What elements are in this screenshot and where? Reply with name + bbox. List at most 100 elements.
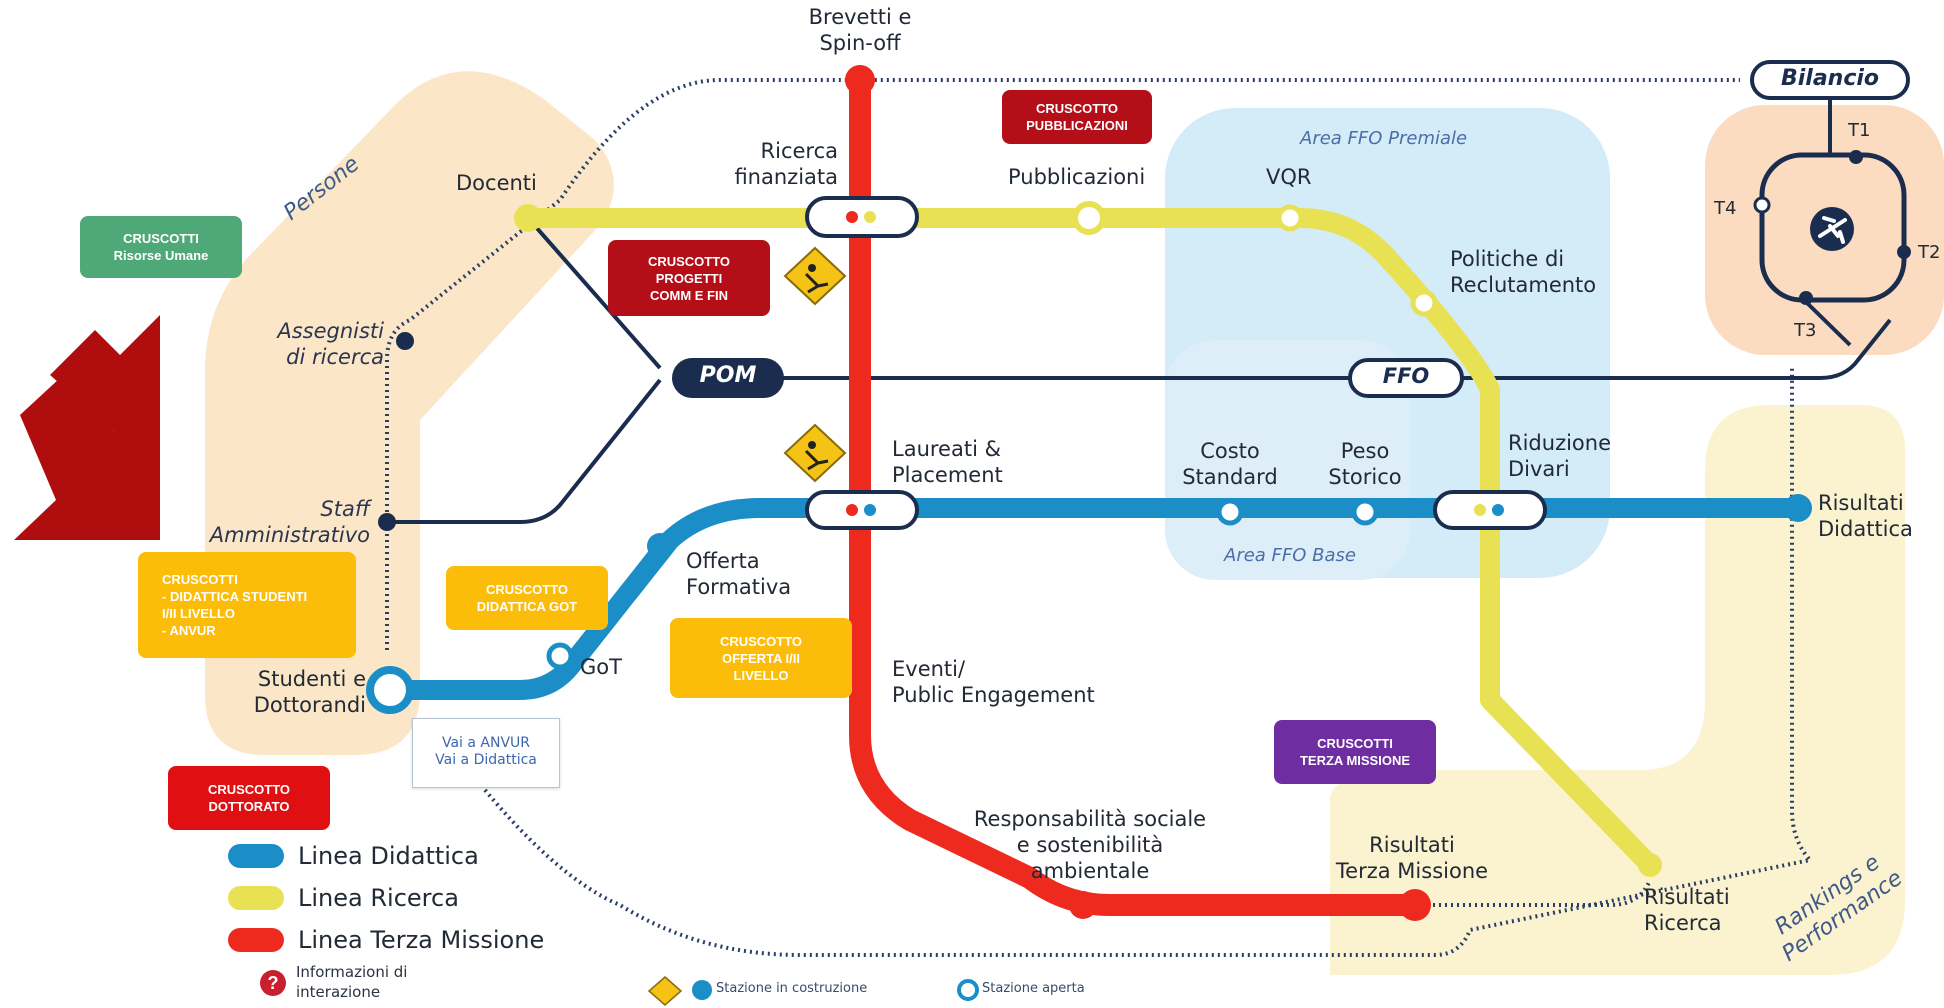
legend-construction-label: Stazione in costruzione: [716, 981, 868, 996]
dotted-terza-ricerca: [1415, 879, 1652, 907]
legend-ricerca: Linea Ricerca: [228, 884, 459, 912]
interchange-dot-red: [846, 211, 858, 223]
station-peso-storico[interactable]: [1351, 498, 1379, 526]
airplane-icon: [1810, 207, 1854, 251]
station-peso-storico-label: Peso Storico: [1328, 439, 1402, 489]
legend-terza-label: Linea Terza Missione: [298, 926, 545, 954]
interchange-dot-yellow: [864, 211, 876, 223]
terminal-t4[interactable]: [1753, 196, 1771, 214]
vai-a-didattica-link[interactable]: Vai a Didattica: [435, 752, 537, 768]
station-riduzione-label: Riduzione Divari: [1508, 431, 1612, 481]
dotted-ring-bottom: [483, 365, 1814, 957]
station-vqr[interactable]: [1276, 204, 1304, 232]
pom-label[interactable]: POM: [699, 363, 757, 388]
legend-didattica-label: Linea Didattica: [298, 842, 479, 870]
laureati-interchange[interactable]: [805, 490, 919, 530]
navy-line-pom-staff: [388, 378, 662, 524]
interchange-dot-red-2: [846, 504, 858, 516]
legend-didattica-swatch: [228, 844, 284, 868]
station-assegnisti-label: Assegnisti di ricerca: [277, 319, 384, 369]
station-costo-standard[interactable]: [1216, 498, 1244, 526]
cruscotti-terza-missione-button[interactable]: CRUSCOTTI TERZA MISSIONE: [1274, 720, 1436, 784]
station-got-label: GoT: [580, 655, 622, 679]
legend-terza: Linea Terza Missione: [228, 926, 544, 954]
station-brevetti[interactable]: [845, 65, 875, 95]
ffo-pill[interactable]: [1348, 358, 1464, 398]
station-vqr-label: VQR: [1266, 165, 1312, 189]
legend-station-construction-icon: [692, 980, 712, 1000]
construction-sign-legend-icon: [647, 976, 683, 1006]
station-studenti-label: Studenti e Dottorandi: [253, 667, 366, 717]
cruscotti-didattica-studenti-button[interactable]: CRUSCOTTI - DIDATTICA STUDENTI I/II LIVE…: [138, 552, 356, 658]
bilancio-label[interactable]: Bilancio: [1780, 66, 1880, 91]
station-ricerca-finanziata-label: Ricerca finanziata: [734, 139, 838, 189]
pom-pill[interactable]: [672, 358, 784, 398]
station-eventi-label: Eventi/ Public Engagement: [892, 657, 1095, 707]
cruscotto-pubblicazioni-button[interactable]: CRUSCOTTO PUBBLICAZIONI: [1002, 90, 1152, 144]
terminal-t1-label: T1: [1848, 120, 1871, 141]
terminal-t3-label: T3: [1794, 320, 1817, 341]
construction-sign-icon: [783, 246, 847, 306]
navy-line-pom-ffo: [780, 318, 1892, 380]
station-risultati-ricerca[interactable]: [1638, 853, 1662, 877]
interchange-dot-yellow-2: [1474, 504, 1486, 516]
station-risultati-didattica[interactable]: [1784, 494, 1812, 522]
station-pubblicazioni[interactable]: [1072, 201, 1106, 235]
navy-line-docenti-pom: [526, 216, 662, 370]
station-risultati-terza[interactable]: [1399, 889, 1431, 921]
station-got[interactable]: [546, 642, 574, 670]
station-docenti[interactable]: [514, 204, 542, 232]
ffo-label[interactable]: FFO: [1382, 364, 1430, 388]
legend-didattica: Linea Didattica: [228, 842, 479, 870]
construction-sign-icon: [783, 423, 847, 483]
station-responsabilita-label: Responsabilità sociale e sostenibilità a…: [973, 807, 1207, 883]
station-risultati-terza-label: Risultati Terza Missione: [1335, 833, 1489, 883]
terminal-t2[interactable]: [1897, 245, 1911, 259]
legend-info-label: Informazioni di interazione: [296, 963, 408, 1001]
vai-a-anvur-link[interactable]: Vai a ANVUR: [441, 735, 531, 751]
legend-ricerca-label: Linea Ricerca: [298, 884, 459, 912]
station-risultati-didattica-label: Risultati Didattica: [1818, 491, 1913, 541]
cruscotto-didattica-got-button[interactable]: CRUSCOTTO DIDATTICA GOT: [446, 566, 608, 630]
interchange-dot-blue: [864, 504, 876, 516]
cruscotto-progetti-button[interactable]: CRUSCOTTO PROGETTI COMM E FIN: [608, 240, 770, 316]
station-assegnisti[interactable]: [396, 332, 414, 350]
help-icon[interactable]: ?: [260, 970, 286, 996]
station-politiche[interactable]: [1410, 289, 1438, 317]
station-studenti[interactable]: [366, 666, 414, 714]
station-pubblicazioni-label: Pubblicazioni: [1008, 165, 1146, 189]
legend-ricerca-swatch: [228, 886, 284, 910]
terminal-t3[interactable]: [1799, 291, 1813, 305]
ricerca-finanziata-interchange[interactable]: [805, 196, 919, 238]
airport-tail: [1802, 298, 1852, 347]
area-ffo-base-label: Area FFO Base: [1224, 545, 1356, 566]
station-responsabilita[interactable]: [1069, 891, 1097, 919]
interchange-dot-blue-2: [1492, 504, 1504, 516]
legend-station-open-icon: [957, 979, 979, 1001]
terminal-t4-label: T4: [1714, 198, 1737, 219]
linea-ricerca: [518, 208, 1660, 875]
cruscotto-offerta-button[interactable]: CRUSCOTTO OFFERTA I/II LIVELLO: [670, 618, 852, 698]
station-risultati-ricerca-label: Risultati Ricerca: [1644, 885, 1730, 935]
red-arrow-pointer-shape: [14, 378, 158, 540]
station-laureati-label: Laureati & Placement: [892, 437, 1003, 487]
station-politiche-label: Politiche di Reclutamento: [1450, 247, 1597, 297]
legend-open-label: Stazione aperta: [982, 981, 1085, 996]
rankings-zone: [1330, 405, 1905, 975]
terminal-t2-label: T2: [1918, 242, 1941, 263]
cruscotti-risorse-umane-button[interactable]: CRUSCOTTI Risorse Umane: [80, 216, 242, 278]
legend-terza-swatch: [228, 928, 284, 952]
terminal-t1[interactable]: [1849, 150, 1863, 164]
airport-loop: [1759, 152, 1907, 303]
station-staff[interactable]: [378, 513, 396, 531]
bilancio-pill[interactable]: [1750, 60, 1910, 100]
area-ffo-premiale-label: Area FFO Premiale: [1300, 128, 1468, 149]
station-offerta-label: Offerta Formativa: [686, 549, 792, 599]
quick-links-box: Vai a ANVUR Vai a Didattica: [412, 718, 560, 788]
station-staff-label: Staff Amministrativo: [209, 497, 370, 547]
station-costo-standard-label: Costo Standard: [1182, 439, 1278, 489]
riduzione-interchange[interactable]: [1433, 490, 1547, 530]
station-docenti-label: Docenti: [456, 171, 537, 195]
station-offerta[interactable]: [647, 533, 673, 559]
cruscotto-dottorato-button[interactable]: CRUSCOTTO DOTTORATO: [168, 766, 330, 830]
